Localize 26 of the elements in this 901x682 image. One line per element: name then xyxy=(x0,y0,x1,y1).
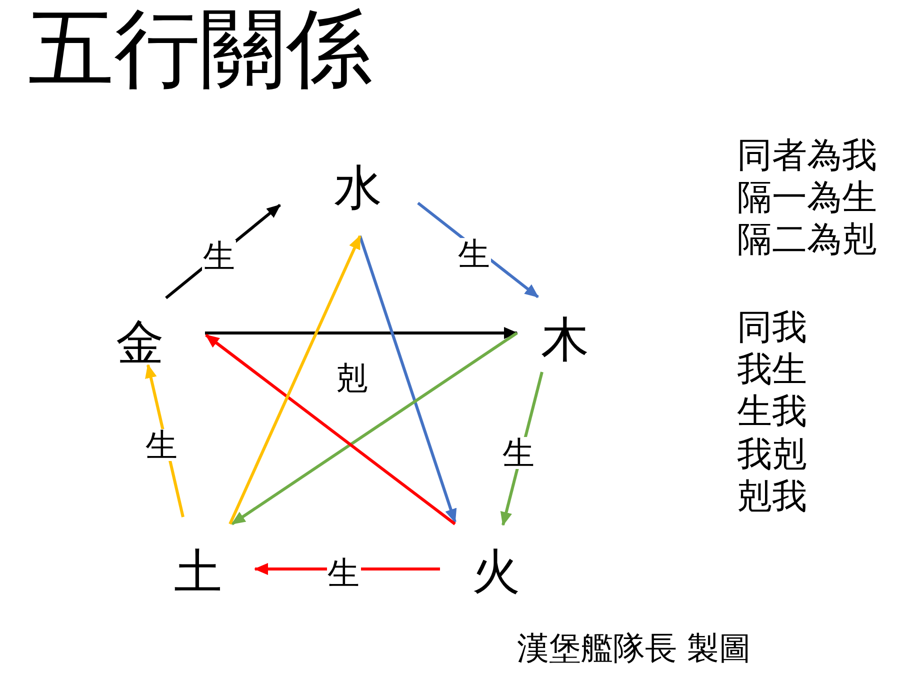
element-label: 木 xyxy=(541,316,589,364)
rule-text: 隔一為生 xyxy=(737,181,877,216)
title: 五行關係 xyxy=(28,6,372,92)
rule-text: 隔二為剋 xyxy=(737,223,877,258)
edge-label: 生 xyxy=(144,429,178,461)
relation-text: 生我 xyxy=(737,395,807,430)
arrow xyxy=(205,327,518,339)
arrow xyxy=(358,236,457,523)
relation-text: 我生 xyxy=(737,353,807,388)
element-label: 水 xyxy=(334,164,382,212)
center-label: 剋 xyxy=(336,362,368,394)
relation-text: 剋我 xyxy=(737,480,807,515)
edge-label: 生 xyxy=(457,238,491,270)
edge-label: 生 xyxy=(202,240,236,272)
relation-text: 我剋 xyxy=(737,438,807,473)
relation-text: 同我 xyxy=(737,311,807,346)
arrow xyxy=(228,235,362,525)
edge-label: 生 xyxy=(326,557,360,589)
arrow xyxy=(231,332,518,526)
edge-label: 生 xyxy=(502,436,536,468)
element-label: 土 xyxy=(174,548,222,596)
arrow xyxy=(205,334,456,526)
rule-text: 同者為我 xyxy=(737,139,877,174)
credit-text: 漢堡艦隊長 製圖 xyxy=(517,632,752,664)
element-label: 火 xyxy=(472,548,520,596)
element-label: 金 xyxy=(116,319,164,367)
